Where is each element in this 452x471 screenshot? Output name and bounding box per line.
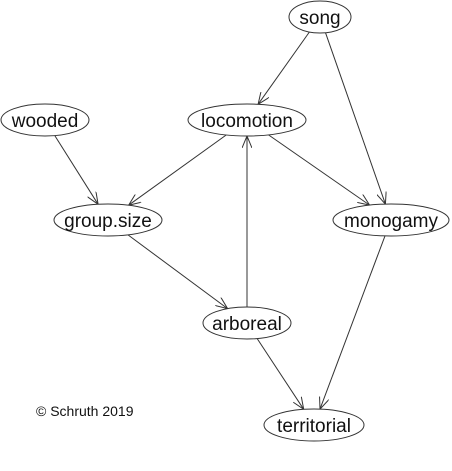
edge-group-size-to-arboreal <box>127 234 228 309</box>
copyright-text: © Schruth 2019 <box>36 403 134 419</box>
edge-locomotion-to-group-size <box>129 134 227 205</box>
node-ellipse <box>53 203 163 237</box>
node-ellipse <box>288 0 352 34</box>
node-locomotion: locomotion <box>187 103 307 137</box>
node-ellipse <box>187 103 307 137</box>
node-label: monogamy <box>344 211 438 232</box>
edge-song-to-monogamy <box>325 32 386 204</box>
node-label: arboreal <box>212 314 282 335</box>
node-monogamy: monogamy <box>332 203 450 237</box>
edge-monogamy-to-territorial <box>320 235 386 409</box>
node-song: song <box>288 0 352 34</box>
edges-layer <box>54 31 386 410</box>
node-wooded: wooded <box>0 103 90 137</box>
edge-song-to-locomotion <box>258 31 310 104</box>
edge-locomotion-to-monogamy <box>268 134 370 205</box>
edge-arboreal-to-territorial <box>256 338 304 410</box>
nodes-layer: song wooded locomotion group.size monogamy ar… <box>0 0 450 442</box>
node-arboreal: arboreal <box>202 306 292 340</box>
node-label: group.size <box>64 211 152 232</box>
edge-wooded-to-group-size <box>54 135 98 205</box>
node-label: territorial <box>277 416 351 437</box>
node-label: wooded <box>11 111 79 132</box>
node-label: locomotion <box>201 111 293 132</box>
node-ellipse <box>0 103 90 137</box>
node-group-size: group.size <box>53 203 163 237</box>
node-ellipse <box>332 203 450 237</box>
node-label: song <box>299 8 340 29</box>
node-ellipse <box>263 408 365 442</box>
node-territorial: territorial <box>263 408 365 442</box>
node-ellipse <box>202 306 292 340</box>
